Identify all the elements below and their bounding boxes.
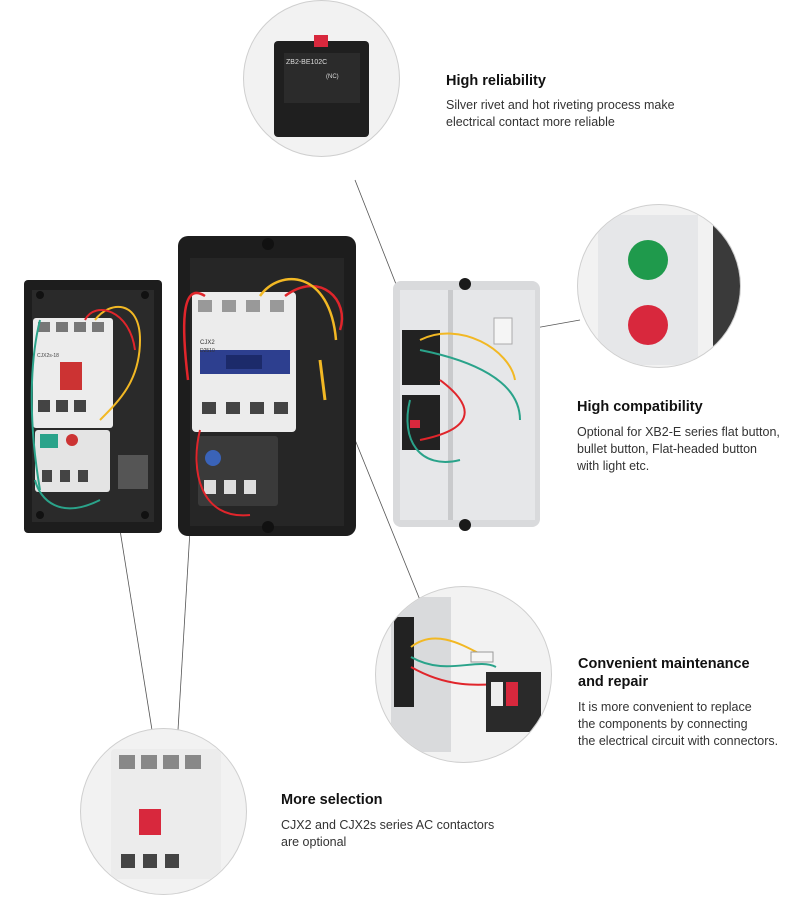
contactor-code: D2510 [200,348,215,354]
feature-line: are optional [281,835,347,849]
connector-image [391,597,541,752]
green-button-icon [628,240,668,280]
feature-convenient-maintenance: Convenient maintenance and repair It is … [578,655,798,750]
feature-line: the components by connecting [578,717,748,731]
contact-block-note: (NC) [326,74,339,80]
contact-block-model: ZB2-BE102C [286,59,327,66]
feature-title: High reliability [446,73,546,89]
contact-block-detail: ZB2-BE102C (NC) [243,0,400,157]
feature-title: More selection [281,792,383,808]
buttons-image [598,205,740,367]
feature-line: Optional for XB2-E series flat button, [577,425,780,439]
feature-high-reliability: High reliability Silver rivet and hot ri… [446,72,786,131]
buttons-detail [577,204,741,368]
feature-title: Convenient maintenance [578,656,750,672]
feature-line: Silver rivet and hot riveting process ma… [446,98,675,112]
contactor-model: CJX2 [200,340,215,346]
feature-line: with light etc. [577,459,650,473]
feature-high-compatibility: High compatibility Optional for XB2-E se… [577,398,797,475]
feature-title: and repair [578,674,649,690]
contactor-image [111,749,221,879]
feature-more-selection: More selection CJX2 and CJX2s series AC … [281,791,561,851]
feature-line: the electrical circuit with connectors. [578,734,779,748]
feature-line: electrical contact more reliable [446,115,615,129]
contactor-label: CJX2s-18 [37,353,59,359]
red-button-icon [628,305,668,345]
feature-line: bullet button, Flat-headed button [577,442,757,456]
feature-line: It is more convenient to replace [578,700,752,714]
contact-block-image: ZB2-BE102C (NC) [274,35,369,137]
contactor-detail [80,728,247,895]
feature-line: CJX2 and CJX2s series AC contactors [281,818,495,832]
connector-detail [375,586,552,763]
feature-title: High compatibility [577,399,703,415]
